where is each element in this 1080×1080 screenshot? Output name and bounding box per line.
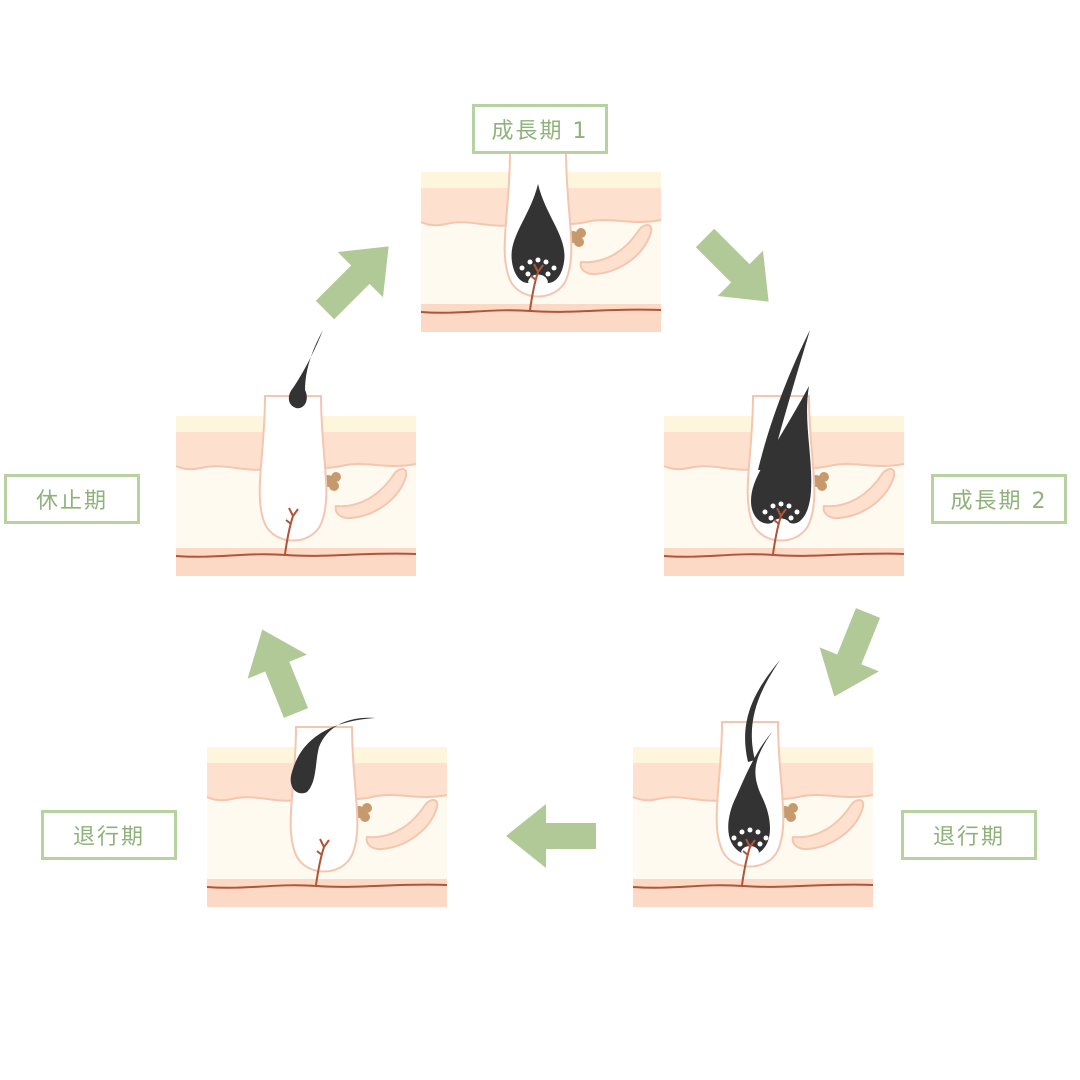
hair-wavy	[728, 732, 772, 853]
panel-growth-2	[663, 386, 905, 577]
hair-shaft-catagen-right	[745, 660, 780, 762]
panel-telogen	[175, 395, 417, 577]
label-catagen-right: 退行期	[901, 810, 1037, 860]
arrow-up-right-icon	[302, 223, 412, 333]
label-catagen-left: 退行期	[41, 810, 177, 860]
label-growth-2: 成長期 2	[931, 474, 1067, 524]
label-telogen: 休止期	[4, 474, 140, 524]
arrow-up-left-icon	[232, 617, 326, 725]
hair-shed	[288, 330, 323, 409]
panel-growth-1	[420, 151, 662, 333]
arrow-down-right-icon	[682, 215, 792, 325]
hair-shaft-growth-2	[758, 330, 810, 470]
arrow-left-icon	[506, 804, 596, 868]
label-growth-1: 成長期 1	[472, 104, 608, 154]
arrow-down-left-icon	[804, 601, 898, 709]
hair-bulb	[511, 184, 565, 283]
panel-catagen-left	[206, 717, 448, 908]
panel-catagen-right	[632, 721, 874, 908]
hair-long	[751, 386, 812, 524]
hair-club	[290, 717, 375, 794]
